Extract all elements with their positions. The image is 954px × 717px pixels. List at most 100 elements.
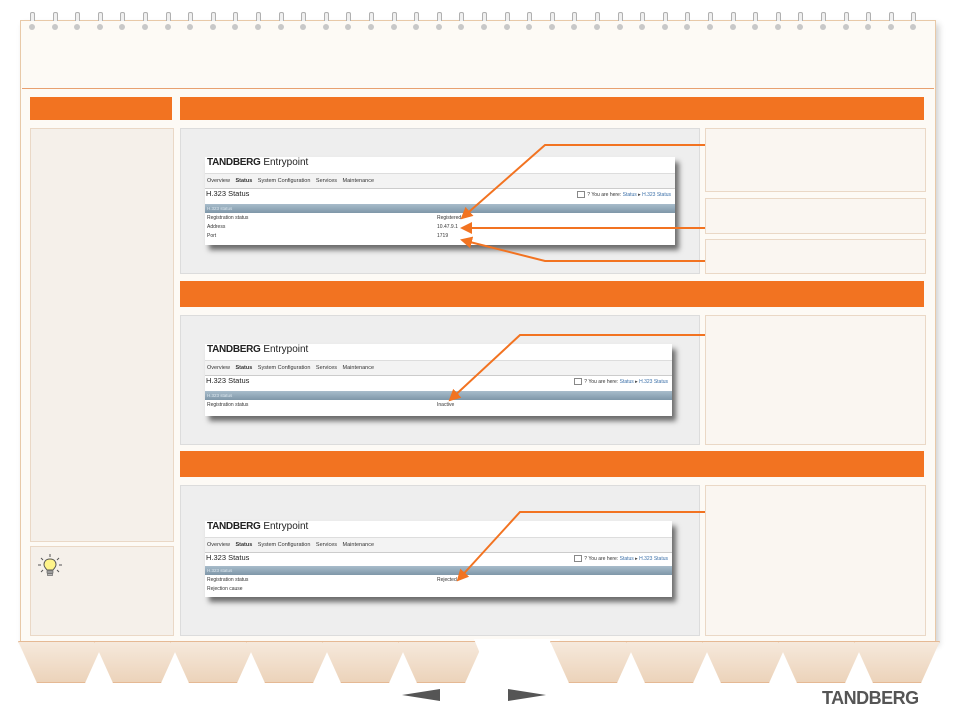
binder-ring: [119, 12, 126, 32]
nav-services[interactable]: Services: [315, 178, 338, 184]
binder-ring: [661, 12, 668, 32]
nav-system-configuration[interactable]: System Configuration: [257, 365, 311, 371]
nav-services[interactable]: Services: [315, 542, 338, 548]
main-nav: Overview Status System Configuration Ser…: [205, 360, 672, 376]
breadcrumb-status-link[interactable]: Status: [619, 555, 634, 562]
nav-maintenance[interactable]: Maintenance: [342, 542, 375, 548]
breadcrumb-status-link[interactable]: Status: [622, 191, 637, 198]
chapter-tab[interactable]: [702, 641, 788, 683]
print-icon[interactable]: [577, 191, 586, 198]
binder-ring: [368, 12, 374, 32]
binder-ring: [707, 12, 713, 32]
nav-status[interactable]: Status: [235, 365, 253, 371]
help-icon[interactable]: ?: [584, 378, 588, 385]
nav-overview[interactable]: Overview: [207, 365, 230, 371]
product-logo: TANDBERG Entrypoint: [207, 521, 309, 532]
binder-rings: [29, 12, 930, 32]
chapter-tab[interactable]: [550, 641, 636, 683]
print-icon[interactable]: [574, 378, 583, 385]
nav-overview[interactable]: Overview: [207, 178, 230, 184]
binder-ring: [752, 12, 759, 32]
chapter-tab[interactable]: [18, 641, 104, 683]
callout-box-1: [705, 128, 926, 192]
binder-ring: [232, 12, 239, 32]
table-header: H.323 status: [205, 204, 675, 213]
callout-leader-4: [448, 334, 705, 402]
next-arrow-icon[interactable]: [508, 689, 546, 701]
chapter-tab[interactable]: [626, 641, 712, 683]
help-icon[interactable]: ?: [584, 555, 588, 562]
nav-system-configuration[interactable]: System Configuration: [257, 178, 311, 184]
binder-ring: [684, 12, 691, 32]
callout-box-4: [705, 315, 926, 445]
chapter-tab[interactable]: [398, 641, 484, 683]
breadcrumb-h323-link[interactable]: H.323 Status: [639, 378, 668, 385]
chapter-tab[interactable]: [170, 641, 256, 683]
binder-ring: [345, 12, 352, 32]
breadcrumb-h323-link[interactable]: H.323 Status: [639, 555, 668, 562]
nav-services[interactable]: Services: [315, 365, 338, 371]
chapter-tabs: [18, 639, 940, 685]
binder-ring: [526, 12, 533, 32]
product-logo: TANDBERG Entrypoint: [207, 157, 309, 168]
binder-ring: [865, 12, 872, 32]
breadcrumb: ? You are here: Status ▸ H.323 Status: [574, 555, 668, 562]
chapter-tab[interactable]: [246, 641, 332, 683]
chapter-tab[interactable]: [778, 641, 864, 683]
section-header-bar-2: [180, 281, 924, 307]
binder-ring: [51, 12, 58, 32]
breadcrumb-status-link[interactable]: Status: [619, 378, 634, 385]
tip-panel: [30, 546, 174, 636]
nav-status[interactable]: Status: [235, 542, 253, 548]
breadcrumb: ? You are here: Status ▸ H.323 Status: [577, 191, 671, 198]
binder-ring: [96, 12, 103, 32]
binder-ring: [300, 12, 307, 32]
callout-leader-1: [460, 144, 705, 220]
print-icon[interactable]: [574, 555, 583, 562]
binder-ring: [322, 12, 329, 32]
nav-maintenance[interactable]: Maintenance: [342, 365, 375, 371]
binder-ring: [255, 12, 261, 32]
binder-ring: [887, 12, 894, 32]
screenshot-inactive: TANDBERG Entrypoint Overview Status Syst…: [205, 344, 672, 416]
binder-ring: [187, 12, 194, 32]
chapter-tab[interactable]: [854, 641, 940, 683]
binder-ring: [729, 12, 736, 32]
binder-ring: [594, 12, 600, 32]
sidebar-header-bar: [30, 97, 172, 120]
header-divider: [22, 88, 934, 89]
callout-leader-3: [460, 236, 705, 262]
binder-ring: [458, 12, 465, 32]
table-row: Rejection cause: [207, 586, 243, 592]
chapter-tab[interactable]: [322, 641, 408, 683]
binder-ring: [29, 12, 35, 32]
brand-logo: TANDBERG: [822, 688, 919, 708]
nav-maintenance[interactable]: Maintenance: [342, 178, 375, 184]
breadcrumb-h323-link[interactable]: H.323 Status: [642, 191, 671, 198]
chapter-tab[interactable]: [474, 639, 560, 685]
binder-ring: [435, 12, 442, 32]
nav-system-configuration[interactable]: System Configuration: [257, 542, 311, 548]
help-icon[interactable]: ?: [587, 191, 591, 198]
binder-ring: [820, 12, 826, 32]
binder-ring: [164, 12, 171, 32]
main-nav: Overview Status System Configuration Ser…: [205, 537, 672, 553]
binder-ring: [842, 12, 849, 32]
binder-ring: [74, 12, 81, 32]
nav-overview[interactable]: Overview: [207, 542, 230, 548]
nav-status[interactable]: Status: [235, 178, 253, 184]
chapter-tab[interactable]: [94, 641, 180, 683]
callout-leader-5: [456, 511, 705, 582]
product-logo: TANDBERG Entrypoint: [207, 344, 309, 355]
table-header: H.323 status: [205, 566, 672, 575]
prev-arrow-icon[interactable]: [402, 689, 440, 701]
binder-ring: [910, 12, 917, 32]
section-header-bar-1: [180, 97, 924, 120]
binder-ring: [639, 12, 646, 32]
callout-box-2: [705, 198, 926, 234]
binder-ring: [481, 12, 487, 32]
